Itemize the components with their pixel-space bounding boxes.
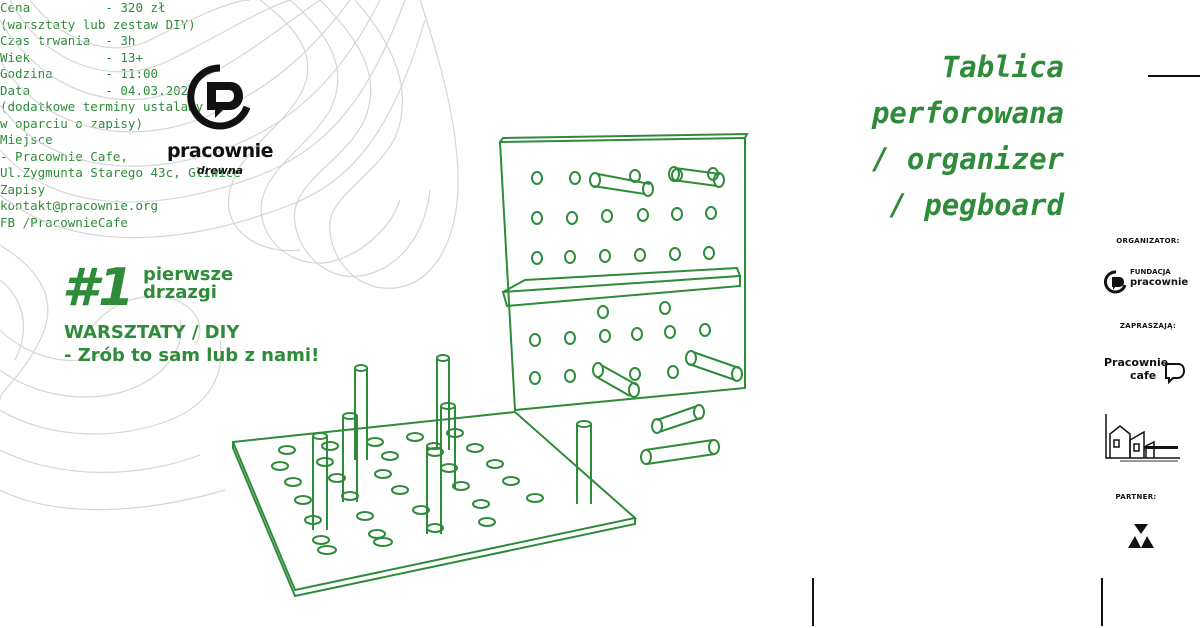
pracownie-cafe-logo: Pracownie cafe (1104, 356, 1199, 386)
event-number: #1 (62, 258, 135, 318)
event-type: WARSZTATY / DIY - Zrób to sam lub z nami… (64, 321, 319, 367)
title-line3: / organizer (871, 142, 1064, 176)
price-info: Cena - 320 zł (warsztaty lub zestaw DIY) (0, 0, 196, 32)
divider-line (812, 578, 814, 626)
cafe-logo-icon (1165, 363, 1186, 384)
event-type-line1: WARSZTATY / DIY (64, 322, 240, 343)
flat-board (231, 410, 638, 592)
fundacja-logo-icon (1104, 270, 1127, 294)
pegboard-illustration (231, 132, 749, 598)
event-subtitle: pierwsze drzazgi (143, 266, 233, 302)
title-line4: / pegboard (889, 188, 1064, 222)
fundacja-logo-line1: FUNDACJA (1130, 268, 1171, 276)
logo-name: pracownie (166, 140, 274, 162)
divider-line (1101, 578, 1103, 626)
title-line1: Tablica (941, 50, 1064, 84)
workshop-title: Tablica perforowana / organizer / pegboa… (704, 44, 1064, 228)
fundacja-logo-line2: pracownie (1130, 277, 1189, 288)
cafe-logo-line2: cafe (1130, 369, 1157, 382)
divider-line (1148, 75, 1200, 77)
partner-logo-icon (1128, 524, 1154, 548)
standing-pegs (312, 354, 592, 534)
schedule-info: Czas trwania - 3h Wiek - 13+ Godzina - 1… (0, 33, 204, 131)
invite-label: ZAPRASZAJĄ: (1119, 322, 1177, 330)
logo-subtitle: drewna (196, 164, 244, 177)
cafe-logo-line1: Pracownie (1104, 356, 1169, 369)
building-logo-icon (1105, 414, 1180, 462)
title-line2: perforowana (871, 96, 1064, 130)
place-info: Miejsce - Pracownie Cafe, Ul.Zygmunta St… (0, 132, 241, 180)
vertical-board (498, 136, 746, 412)
partner-label: PARTNER: (1115, 493, 1157, 501)
topographic-contours (0, 0, 459, 511)
pracownie-logo-icon (187, 64, 251, 130)
event-subtitle-line2: drzazgi (143, 282, 217, 303)
event-type-line2: - Zrób to sam lub z nami! (64, 345, 320, 366)
fundacja-pracownie-logo: FUNDACJA pracownie (1104, 268, 1199, 296)
brand-logo: pracownie drewna (160, 62, 280, 177)
shelf (501, 274, 741, 308)
organizer-label: ORGANIZATOR: (1116, 237, 1180, 245)
event-subtitle-line1: pierwsze (143, 264, 234, 285)
